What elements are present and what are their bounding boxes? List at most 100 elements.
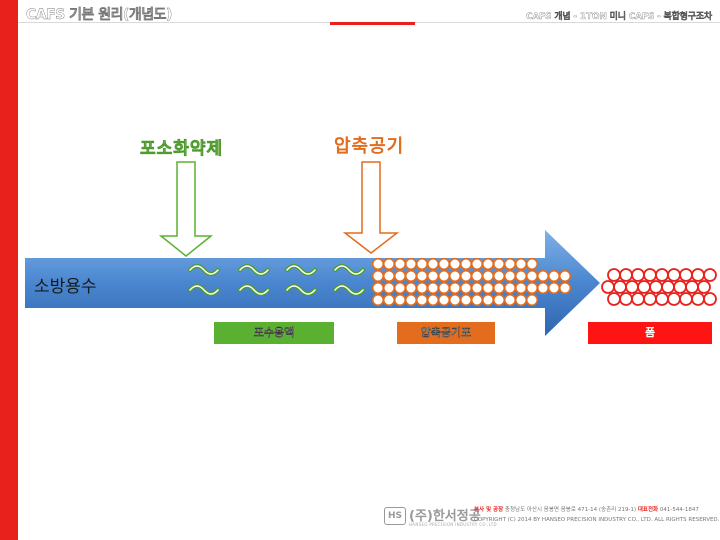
air-bubble — [481, 257, 495, 271]
air-bubble — [459, 281, 473, 295]
company-name: (주)한서정공 — [409, 509, 481, 524]
air-bubble — [514, 281, 528, 295]
air-bubble — [404, 293, 418, 307]
air-bubble — [470, 257, 484, 271]
air-bubble — [415, 281, 429, 295]
air-bubble — [536, 281, 550, 295]
address-text: 충청남도 아산시 음봉면 음봉로 471-14 (송촌리 219-1) — [504, 507, 637, 513]
air-bubble — [481, 281, 495, 295]
air-bubble — [371, 281, 385, 295]
flow-arrow — [25, 230, 600, 336]
foam-bubble — [691, 292, 705, 306]
foam-bubble — [667, 268, 681, 282]
address-label: 본사 및 공장 — [474, 507, 504, 513]
foam-bubble — [703, 292, 717, 306]
air-bubble — [371, 293, 385, 307]
air-bubble — [536, 269, 550, 283]
foam-bubble — [625, 280, 639, 294]
air-bubble — [547, 269, 561, 283]
foam-bubble — [679, 292, 693, 306]
label-foam-concentrate: 포소화약제 — [140, 139, 224, 160]
foam-bubble — [619, 292, 633, 306]
foam-bubbles — [601, 268, 717, 306]
air-bubble — [382, 293, 396, 307]
air-bubble — [459, 293, 473, 307]
air-bubble — [393, 293, 407, 307]
air-bubble — [459, 269, 473, 283]
header-accent-line — [330, 22, 415, 25]
air-bubble — [481, 293, 495, 307]
air-bubble — [437, 281, 451, 295]
foam-bubble — [703, 268, 717, 282]
foam-bubble — [643, 292, 657, 306]
air-bubble — [371, 269, 385, 283]
air-bubble — [393, 269, 407, 283]
foam-bubble — [655, 292, 669, 306]
phone-label: 대표전화 — [637, 507, 659, 513]
air-bubble — [382, 269, 396, 283]
air-bubble — [503, 281, 517, 295]
foam-bubble — [607, 268, 621, 282]
foam-bubble — [631, 268, 645, 282]
air-bubble — [481, 269, 495, 283]
foam-bubble — [613, 280, 627, 294]
foam-bubble — [607, 292, 621, 306]
foam-bubble — [637, 280, 651, 294]
slide-title: CAFS 기본 원리(개념도) — [26, 7, 173, 23]
air-bubble — [448, 257, 462, 271]
air-bubble — [382, 257, 396, 271]
air-bubble — [492, 293, 506, 307]
air-bubble — [448, 281, 462, 295]
air-bubble — [492, 269, 506, 283]
air-bubble — [426, 293, 440, 307]
box-foam: 폼 — [588, 322, 712, 344]
air-bubble — [547, 281, 561, 295]
box-compressed-air-foam: 압축공기포 — [397, 322, 495, 344]
air-bubble — [503, 257, 517, 271]
air-bubble — [492, 257, 506, 271]
air-bubble — [514, 257, 528, 271]
copyright: COPYRIGHT (C) 2014 BY HANSEO PRECISION I… — [474, 517, 720, 523]
air-bubble — [437, 257, 451, 271]
air-bubble — [404, 257, 418, 271]
foam-bubble — [601, 280, 615, 294]
foam-bubble — [697, 280, 711, 294]
air-bubble — [404, 281, 418, 295]
air-bubble — [525, 293, 539, 307]
foam-bubble — [619, 268, 633, 282]
label-fire-water: 소방용수 — [34, 277, 97, 297]
air-bubble — [525, 281, 539, 295]
company-address: 본사 및 공장 충청남도 아산시 음봉면 음봉로 471-14 (송촌리 219… — [474, 505, 699, 513]
air-bubble — [393, 257, 407, 271]
air-bubble — [470, 269, 484, 283]
foam-bubble — [643, 268, 657, 282]
company-logo-icon: HS — [384, 507, 406, 525]
air-bubble — [404, 269, 418, 283]
air-bubble — [415, 293, 429, 307]
air-bubble — [426, 281, 440, 295]
label-compressed-air: 압축공기 — [334, 136, 405, 157]
air-bubble — [426, 257, 440, 271]
air-bubble — [503, 269, 517, 283]
air-bubble — [437, 293, 451, 307]
air-bubble — [525, 269, 539, 283]
air-bubble — [448, 293, 462, 307]
foam-bubble — [655, 268, 669, 282]
foam-bubble — [691, 268, 705, 282]
air-inlet-arrow — [342, 161, 400, 254]
air-bubble — [470, 293, 484, 307]
air-bubble — [382, 281, 396, 295]
company-name-english: HANSEO PRECISION INDUSTRY CO.,LTD — [409, 522, 497, 527]
foam-bubble — [631, 292, 645, 306]
air-bubble — [525, 257, 539, 271]
air-bubble — [558, 281, 572, 295]
air-bubble — [459, 257, 473, 271]
foam-bubble — [661, 280, 675, 294]
left-accent-bar — [0, 0, 18, 540]
air-foam-bubbles — [371, 257, 572, 307]
box-foam-solution: 포수용액 — [214, 322, 334, 344]
foam-inlet-arrow — [158, 161, 214, 257]
phone-number: 041-544-1847 — [659, 507, 699, 513]
air-bubble — [470, 281, 484, 295]
